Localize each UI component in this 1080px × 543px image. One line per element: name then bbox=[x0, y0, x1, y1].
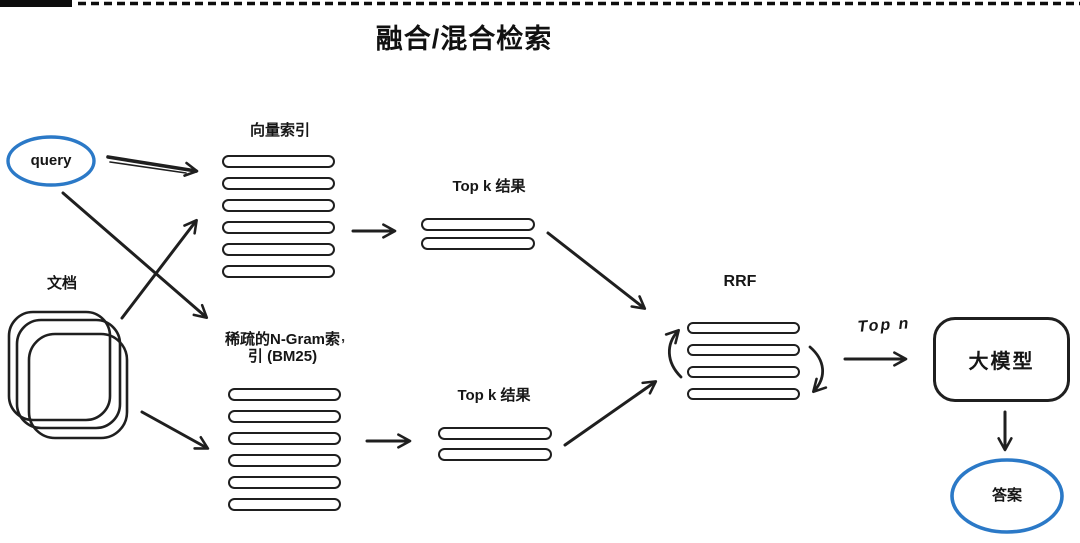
index-bar bbox=[222, 199, 335, 212]
topk-sparse-label: Top k 结果 bbox=[457, 387, 531, 404]
arrow-query-to-vector-index-second-stroke bbox=[109, 161, 187, 174]
result-bar bbox=[421, 237, 535, 250]
result-bar bbox=[438, 427, 552, 440]
arrow-query-to-sparse-index bbox=[61, 191, 209, 319]
index-bar bbox=[222, 265, 335, 278]
query-ellipse bbox=[6, 135, 96, 187]
vector-index-label: 向量索引 bbox=[249, 122, 310, 139]
top-frame-solid-bar bbox=[0, 0, 72, 7]
rrf-bar bbox=[687, 366, 800, 378]
arrow-documents-to-vector-index bbox=[120, 218, 198, 320]
rrf-cycle-arrow-left bbox=[664, 328, 683, 379]
documents-label: 文档 bbox=[46, 275, 77, 292]
sparse-index-label: 稀疏的N-Gram索 引 (BM25) bbox=[205, 331, 360, 365]
index-bar bbox=[228, 476, 341, 489]
rrf-cycle-arrow-right bbox=[808, 345, 828, 394]
index-bar bbox=[228, 454, 341, 467]
topk-vector-label: Top k 结果 bbox=[452, 178, 526, 195]
result-bar bbox=[421, 218, 535, 231]
result-bar bbox=[438, 448, 552, 461]
index-bar bbox=[228, 432, 341, 445]
arrow-query-to-vector-index bbox=[106, 155, 199, 177]
index-bar bbox=[228, 498, 341, 511]
vector-index-stack bbox=[222, 155, 335, 278]
index-bar bbox=[228, 388, 341, 401]
topk-vector-stack bbox=[421, 218, 535, 250]
index-bar bbox=[228, 410, 341, 423]
llm-box: 大模型 bbox=[933, 317, 1070, 402]
documents-icon bbox=[7, 310, 129, 440]
rrf-bar bbox=[687, 344, 800, 356]
arrow-topk-sparse-to-rrf bbox=[563, 380, 658, 447]
index-bar bbox=[222, 177, 335, 190]
topk-sparse-stack bbox=[438, 427, 552, 461]
rrf-stack bbox=[687, 322, 800, 400]
answer-ellipse bbox=[950, 458, 1064, 534]
sparse-index-stack bbox=[228, 388, 341, 511]
index-bar bbox=[222, 221, 335, 234]
stray-pen-mark: ’ bbox=[341, 336, 346, 353]
index-bar bbox=[222, 243, 335, 256]
rrf-bar bbox=[687, 388, 800, 400]
sparse-index-label-line2: 引 (BM25) bbox=[247, 348, 318, 365]
query-label: query bbox=[30, 152, 72, 169]
sparse-index-label-line1: 稀疏的N-Gram索 bbox=[224, 331, 340, 348]
index-bar bbox=[222, 155, 335, 168]
arrow-topk-vector-to-rrf bbox=[546, 231, 647, 310]
rrf-bar bbox=[687, 322, 800, 334]
diagram-title: 融合/混合检索 bbox=[375, 24, 553, 54]
arrow-documents-to-sparse-index bbox=[140, 410, 210, 450]
llm-label: 大模型 bbox=[968, 351, 1035, 373]
answer-label: 答案 bbox=[991, 487, 1022, 504]
rrf-label: RRF bbox=[723, 273, 757, 290]
